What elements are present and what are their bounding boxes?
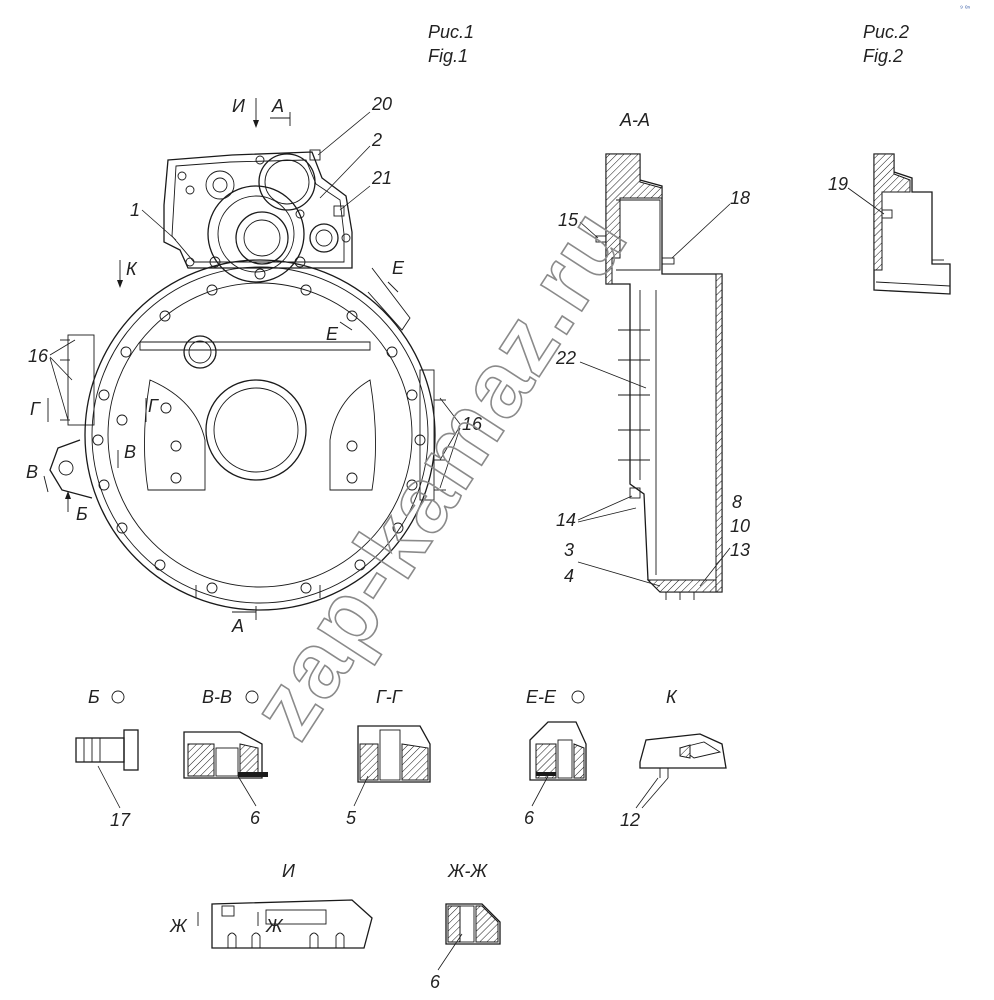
part-number-1: 1 — [130, 200, 140, 220]
part-number-16-left: 16 — [28, 346, 49, 366]
detail-title-k: К — [666, 687, 678, 707]
detail-title-b: Б — [88, 687, 100, 707]
part-number-21: 21 — [371, 168, 392, 188]
detail-zhzh-drawing — [445, 903, 501, 945]
part-number-4: 4 — [564, 566, 574, 586]
part-number-5: 5 — [346, 808, 357, 828]
part-number-6-zhzh: 6 — [430, 972, 441, 992]
part-number-2: 2 — [371, 130, 382, 150]
figure1-caption-ru: Рис.1 — [428, 22, 474, 42]
detail-b-drawing — [75, 729, 139, 771]
view-marker-a-bottom: А — [231, 616, 244, 636]
detail-i-marker-zh-left: Ж — [169, 916, 188, 936]
figure2-caption-en: Fig.2 — [863, 46, 903, 66]
view-marker-i-top: И — [232, 96, 245, 116]
view-marker-g-right: Г — [148, 396, 159, 416]
detail-ee-drawing — [529, 721, 587, 781]
view-marker-g-left: Г — [30, 399, 41, 419]
detail-vv-drawing — [183, 731, 268, 779]
part-number-3: 3 — [564, 540, 574, 560]
section-aa-drawing — [595, 153, 723, 600]
housing-bolt-ring — [92, 268, 426, 594]
housing-front-view — [49, 149, 446, 611]
part-number-6-vv: 6 — [250, 808, 261, 828]
detail-k-drawing — [639, 733, 727, 778]
part-number-6-ee: 6 — [524, 808, 535, 828]
view-marker-e-outer: Е — [392, 258, 405, 278]
part-number-16-right: 16 — [462, 414, 483, 434]
view-marker-e-inner: Е — [326, 324, 339, 344]
view-marker-v-left: В — [26, 462, 38, 482]
corner-mark: ⁹ ᵉⁿ — [960, 5, 971, 12]
part-number-10: 10 — [730, 516, 750, 536]
figure1-caption-en: Fig.1 — [428, 46, 468, 66]
detail-title-i: И — [282, 861, 295, 881]
watermark: zap-kamaz.ru — [231, 191, 647, 756]
detail-gg-drawing — [357, 725, 431, 783]
part-number-14: 14 — [556, 510, 576, 530]
detail-i-marker-zh-right: Ж — [265, 916, 284, 936]
view-marker-v-inner: В — [124, 442, 136, 462]
view-marker-a-top: А — [271, 96, 284, 116]
section-aa-title: А-А — [619, 110, 650, 130]
part-number-18: 18 — [730, 188, 750, 208]
part-number-20: 20 — [371, 94, 392, 114]
detail-title-zhzh: Ж-Ж — [447, 861, 489, 881]
detail-title-gg: Г-Г — [376, 687, 403, 707]
part-number-19: 19 — [828, 174, 848, 194]
part-number-22: 22 — [555, 348, 576, 368]
fig2-detail-drawing — [873, 153, 951, 295]
view-marker-k: К — [126, 259, 138, 279]
part-number-12: 12 — [620, 810, 640, 830]
part-number-17: 17 — [110, 810, 131, 830]
part-number-15: 15 — [558, 210, 579, 230]
detail-title-ee: Е-Е — [526, 687, 557, 707]
part-number-8: 8 — [732, 492, 742, 512]
figure2-caption-ru: Рис.2 — [863, 22, 909, 42]
detail-i-drawing — [211, 899, 373, 949]
part-number-13: 13 — [730, 540, 750, 560]
view-marker-b: Б — [76, 504, 88, 524]
detail-title-vv: В-В — [202, 687, 232, 707]
